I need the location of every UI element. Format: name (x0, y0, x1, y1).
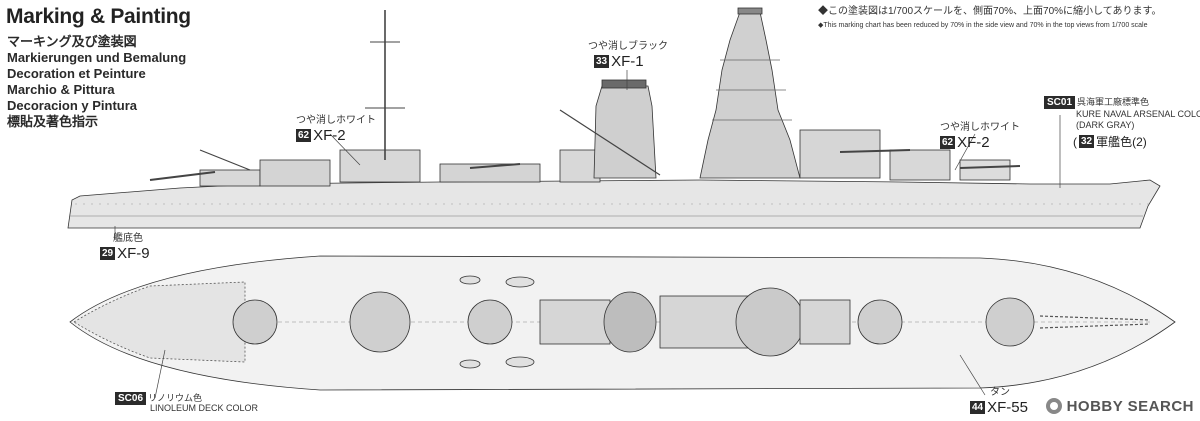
funnel (593, 85, 657, 179)
subtitle-de: Markierungen und Bemalung (7, 50, 187, 65)
flat-white-right-label: つや消しホワイト (940, 122, 1020, 133)
flat-white-left-label: つや消しホワイト (296, 115, 376, 126)
paint-number-badge: 33 (594, 55, 610, 68)
page-title: Marking & Painting (6, 5, 191, 28)
paint-code: XF-55 (987, 399, 1028, 416)
paint-number-badge: 32 (1079, 135, 1095, 148)
tan-code: 44 XF-55 (970, 400, 1028, 415)
paint-code: XF-2 (957, 134, 990, 151)
hull-red-label: 艦底色 (113, 233, 143, 244)
paint-number-badge: 29 (100, 247, 116, 260)
kure-gray-en-sub: (DARK GRAY) (1076, 120, 1135, 130)
scale-note-jp: ◆この塗装図は1/700スケールを、側面70%、上面70%に縮小してあります。 (818, 6, 1162, 17)
hobby-search-logo-icon (1045, 398, 1062, 414)
special-color-badge: SC01 (1044, 96, 1076, 109)
kure-gray-jp: 呉海軍工廠標準色 (1077, 97, 1150, 108)
kure-gray-en: KURE NAVAL ARSENAL COLOR (1076, 109, 1200, 119)
linoleum-deck-area (73, 281, 246, 363)
kure-gray-header: SC01 呉海軍工廠標準色 (1044, 96, 1149, 109)
paint-code: XF-9 (117, 245, 150, 262)
top-view-ship (69, 255, 1176, 391)
scale-note-en: ◆This marking chart has been reduced by … (818, 22, 1148, 29)
flat-black-label: つや消しブラック (588, 41, 668, 52)
paint-code: XF-2 (313, 127, 346, 144)
paint-code: XF-1 (611, 53, 644, 70)
linoleum-header: SC06 リノリウム色 (115, 392, 202, 405)
paint-number-badge: 62 (940, 136, 956, 149)
paint-number-badge: 62 (296, 129, 312, 142)
flat-black-code: 33 XF-1 (594, 54, 644, 69)
special-color-badge: SC06 (115, 392, 147, 405)
pagoda-mast (699, 11, 801, 179)
leader-lines (114, 70, 1061, 399)
tan-label: タン (990, 387, 1010, 398)
watermark-text: HOBBY SEARCH (1066, 397, 1194, 415)
paint-number-badge: 44 (970, 401, 986, 414)
subtitle-es: Decoracion y Pintura (7, 98, 138, 113)
linoleum-en: LINOLEUM DECK COLOR (150, 403, 259, 413)
kure-gray-alt: ( 32 軍艦色(2) (1073, 134, 1147, 150)
linoleum-jp: リノリウム色 (148, 393, 203, 404)
subtitle-zh: 標貼及著色指示 (7, 114, 99, 129)
flat-white-left-code: 62 XF-2 (296, 128, 346, 143)
hull-red-code: 29 XF-9 (100, 246, 150, 261)
subtitle-fr: Decoration et Peinture (7, 66, 146, 81)
side-view-ship (67, 7, 1161, 229)
watermark: HOBBY SEARCH (1045, 397, 1194, 415)
paint-alt-name: 軍艦色(2) (1096, 135, 1147, 149)
subtitle-jp: マーキング及び塗装図 (7, 34, 137, 49)
subtitle-it: Marchio & Pittura (7, 82, 115, 97)
flat-white-right-code: 62 XF-2 (940, 135, 990, 150)
